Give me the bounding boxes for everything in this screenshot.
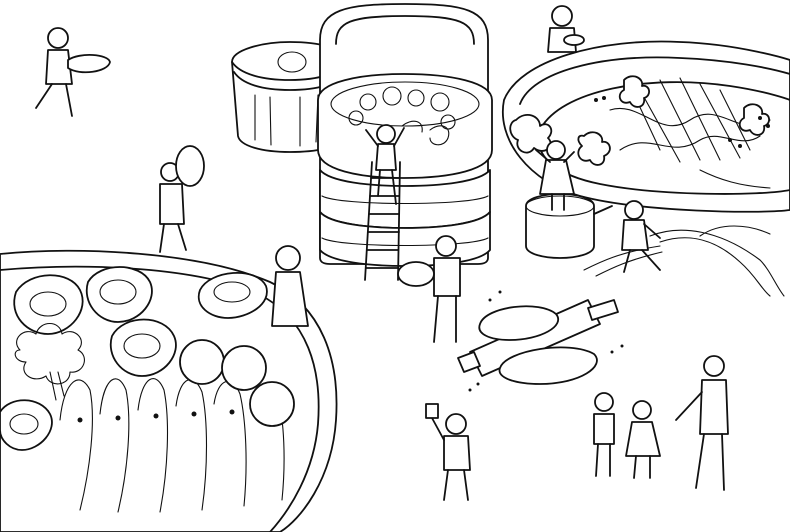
boy-with-bun (397, 235, 461, 343)
pot (525, 193, 613, 259)
noodles (583, 225, 785, 297)
seafood-platter (0, 249, 338, 532)
boy-with-card (425, 403, 471, 501)
woman-eating-topright (547, 5, 585, 53)
child-with-plate (159, 145, 205, 253)
child-on-ladder (365, 124, 405, 205)
rolling-pin (457, 299, 619, 377)
ladder (364, 161, 401, 281)
dough (468, 290, 624, 392)
woman-with-bowl-topleft (35, 27, 111, 117)
girl-with-abalone (197, 245, 309, 327)
child-with-noodles (621, 200, 661, 273)
fish-platter (501, 40, 790, 213)
steamer-tower (317, 3, 493, 267)
child-on-pot (535, 140, 575, 211)
two-children-and-man (593, 355, 729, 491)
